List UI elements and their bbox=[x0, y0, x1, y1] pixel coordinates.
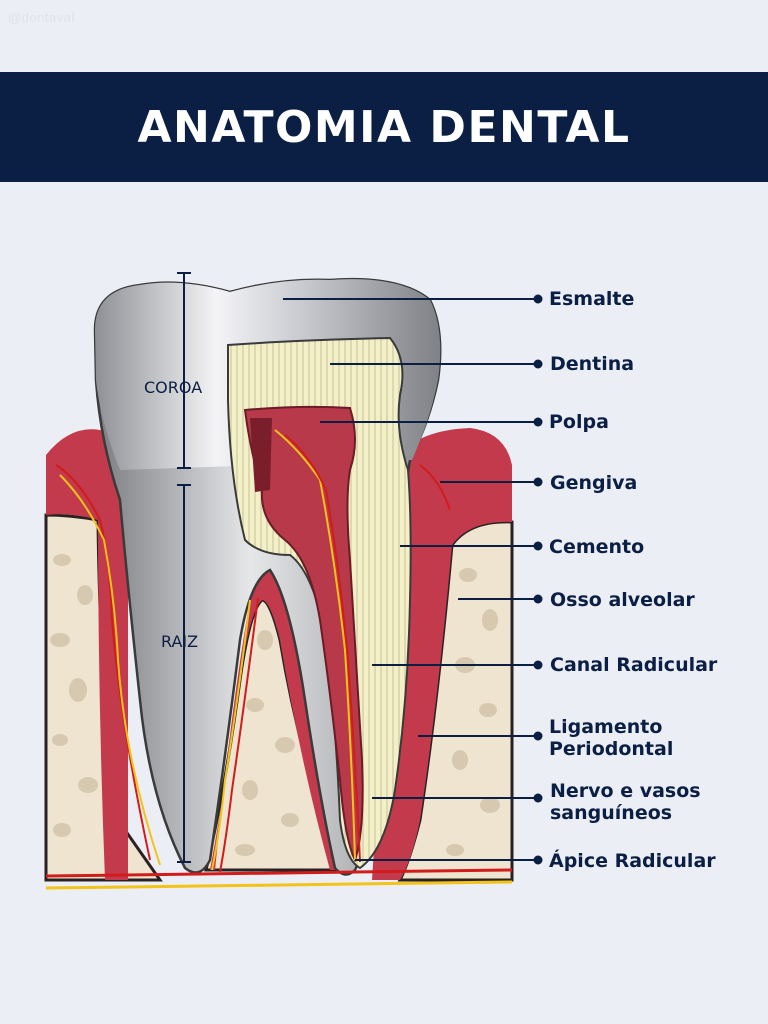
label-gengiva: Gengiva bbox=[550, 472, 638, 494]
label-canal-radicular: Canal Radicular bbox=[550, 654, 718, 676]
label-osso-alveolar: Osso alveolar bbox=[550, 589, 695, 611]
nerves-and-vessels bbox=[45, 429, 513, 890]
crown-label: COROA bbox=[144, 378, 203, 397]
leader-lines bbox=[283, 294, 543, 865]
title-banner: ANATOMIA DENTAL bbox=[0, 72, 768, 182]
page-title: ANATOMIA DENTAL bbox=[137, 101, 631, 153]
watermark: @dontaval bbox=[8, 10, 75, 25]
tooth bbox=[93, 277, 442, 876]
label-polpa: Polpa bbox=[549, 411, 609, 433]
label-apice-radicular: Ápice Radicular bbox=[549, 850, 716, 872]
label-ligamento: Ligamento bbox=[549, 716, 663, 738]
label-periodontal: Periodontal bbox=[549, 738, 674, 760]
label-cemento: Cemento bbox=[549, 536, 645, 558]
label-esmalte: Esmalte bbox=[549, 288, 635, 310]
label-nervo-vasos: Nervo e vasos bbox=[550, 780, 701, 802]
label-dentina: Dentina bbox=[550, 353, 635, 375]
root-label: RAIZ bbox=[161, 632, 199, 651]
section-brackets bbox=[177, 272, 191, 863]
label-sanguineos: sanguíneos bbox=[550, 802, 673, 824]
